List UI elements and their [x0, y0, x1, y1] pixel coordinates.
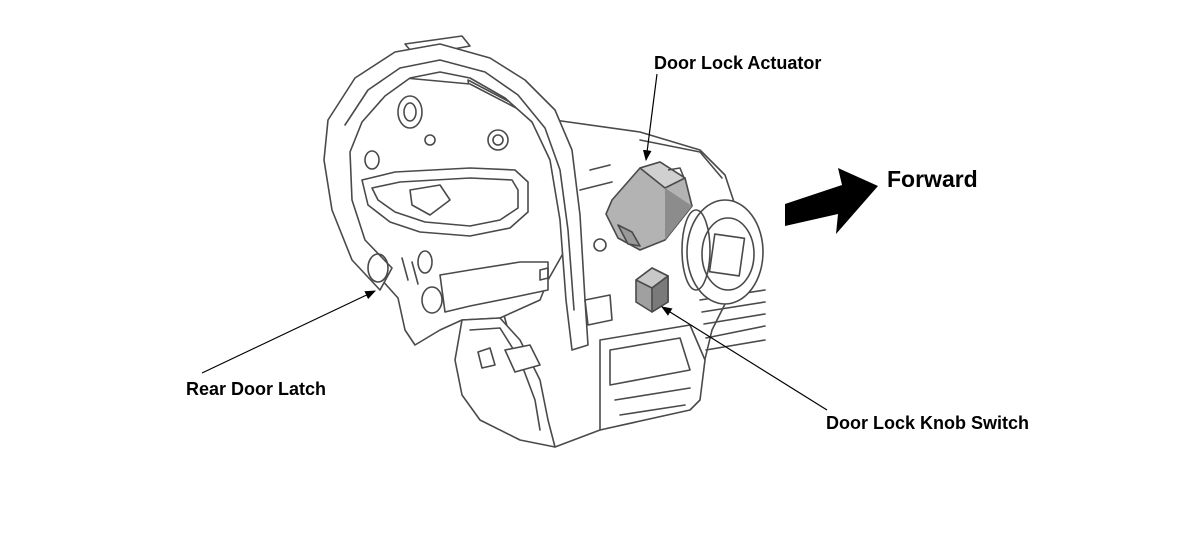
door-lock-actuator-label: Door Lock Actuator	[654, 53, 822, 73]
rear-door-latch-label: Rear Door Latch	[186, 379, 327, 399]
u-frame-inner-line	[344, 59, 575, 311]
lower-housing	[454, 317, 556, 448]
u-frame-outer	[323, 43, 589, 351]
forward-direction-label: Forward	[887, 166, 978, 192]
door-lock-knob-switch-part	[635, 267, 669, 313]
forward-arrow-icon	[785, 168, 878, 234]
latch-opening	[361, 167, 529, 237]
leader-knob-switch	[661, 306, 828, 411]
door-lock-actuator-part	[605, 161, 693, 251]
leader-rear-latch	[201, 290, 376, 374]
latch-assembly	[323, 35, 766, 448]
rotary-socket-outer	[686, 199, 764, 305]
door-lock-knob-switch-label: Door Lock Knob Switch	[826, 413, 1030, 433]
leader-actuator	[642, 73, 658, 162]
